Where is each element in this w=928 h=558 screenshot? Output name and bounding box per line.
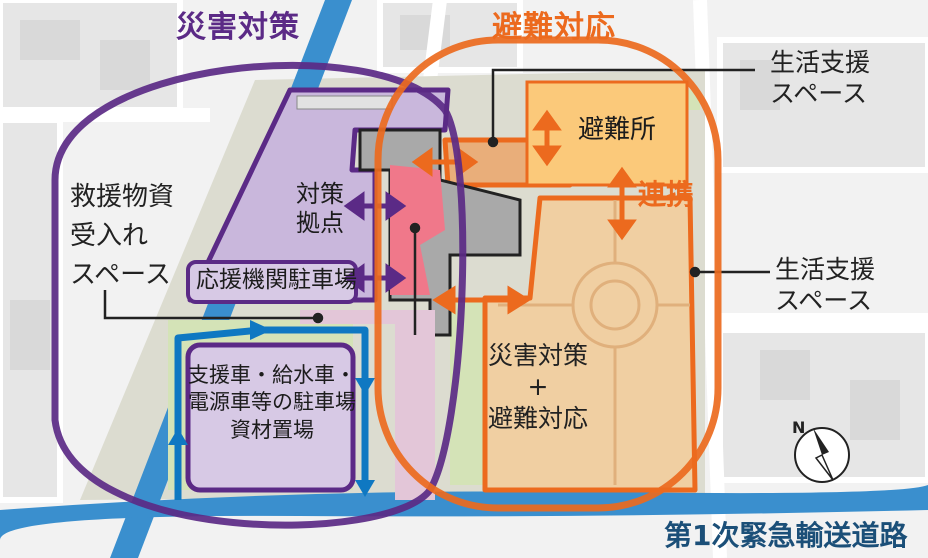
evacuation-response-zone <box>374 36 722 512</box>
emergency-transport-road-label: 第1次緊急輸送道路 <box>664 519 908 552</box>
plaza-circle <box>589 279 641 331</box>
leader-line <box>491 68 755 142</box>
command-base-label: 対策 拠点 <box>296 180 344 238</box>
building <box>100 40 150 90</box>
building <box>760 350 810 400</box>
traffic-route <box>260 326 369 380</box>
purple-arrow-head <box>385 191 407 221</box>
traffic-arrow-head <box>355 378 375 395</box>
compass-needle <box>814 453 834 481</box>
combined-response-label: 災害対策 + 避難対応 <box>487 341 588 433</box>
traffic-route <box>174 326 261 500</box>
orange-arrow-head <box>532 145 562 167</box>
compass-rose <box>794 427 850 483</box>
life-support-space-right <box>482 195 698 493</box>
hatched-area <box>395 310 435 500</box>
evacuation-response-title: 避難対応 <box>492 10 616 45</box>
purple-arrow-head <box>343 191 365 221</box>
building <box>10 300 50 370</box>
purple-arrow-head <box>343 263 365 293</box>
traffic-arrow-head <box>355 480 375 497</box>
plaza-path <box>498 200 690 485</box>
orange-arrow-head <box>432 285 456 315</box>
plaza-circle <box>571 261 659 349</box>
leader-dot <box>409 222 421 234</box>
life-support-space-top-label: 生活支援 スペース <box>770 48 871 108</box>
building <box>850 380 900 440</box>
traffic-arrow-head <box>250 320 272 340</box>
relief-supplies-space-label: 救援物資 受入れ スペース <box>70 182 175 290</box>
building <box>20 20 80 60</box>
leader-dot <box>312 312 324 324</box>
disaster-measures-title: 災害対策 <box>176 10 300 45</box>
leader-dot <box>689 266 701 278</box>
building <box>740 60 780 110</box>
vehicle-parking-box <box>185 342 356 493</box>
compass-north-label: N <box>792 418 806 437</box>
vehicle-parking-label: 支援車・給水車・ 電源車等の駐車場 資材置場 <box>188 363 356 442</box>
compass-needle <box>813 428 829 455</box>
street <box>423 0 447 81</box>
orange-arrow-head <box>607 219 637 241</box>
leader-line <box>103 290 318 320</box>
river-bottom <box>0 485 928 540</box>
evacuation-shelter-label: 避難所 <box>578 115 657 145</box>
purple-arrow-head <box>385 263 407 293</box>
life-support-space-right-label: 生活支援 スペース <box>775 255 876 315</box>
support-agency-parking-label: 応援機関駐車場 <box>196 267 357 293</box>
traffic-arrow-head <box>168 428 188 445</box>
disaster-measures-zone <box>51 61 467 529</box>
leader-dot <box>487 136 499 148</box>
cooperation-label: 連携 <box>638 178 695 211</box>
orange-arrow-head <box>532 109 562 131</box>
orange-arrow-head <box>607 166 637 188</box>
orange-arrow-head <box>411 147 433 177</box>
orange-arrow-head <box>507 285 531 315</box>
rooftop <box>296 95 393 110</box>
shelter-building <box>525 80 689 187</box>
